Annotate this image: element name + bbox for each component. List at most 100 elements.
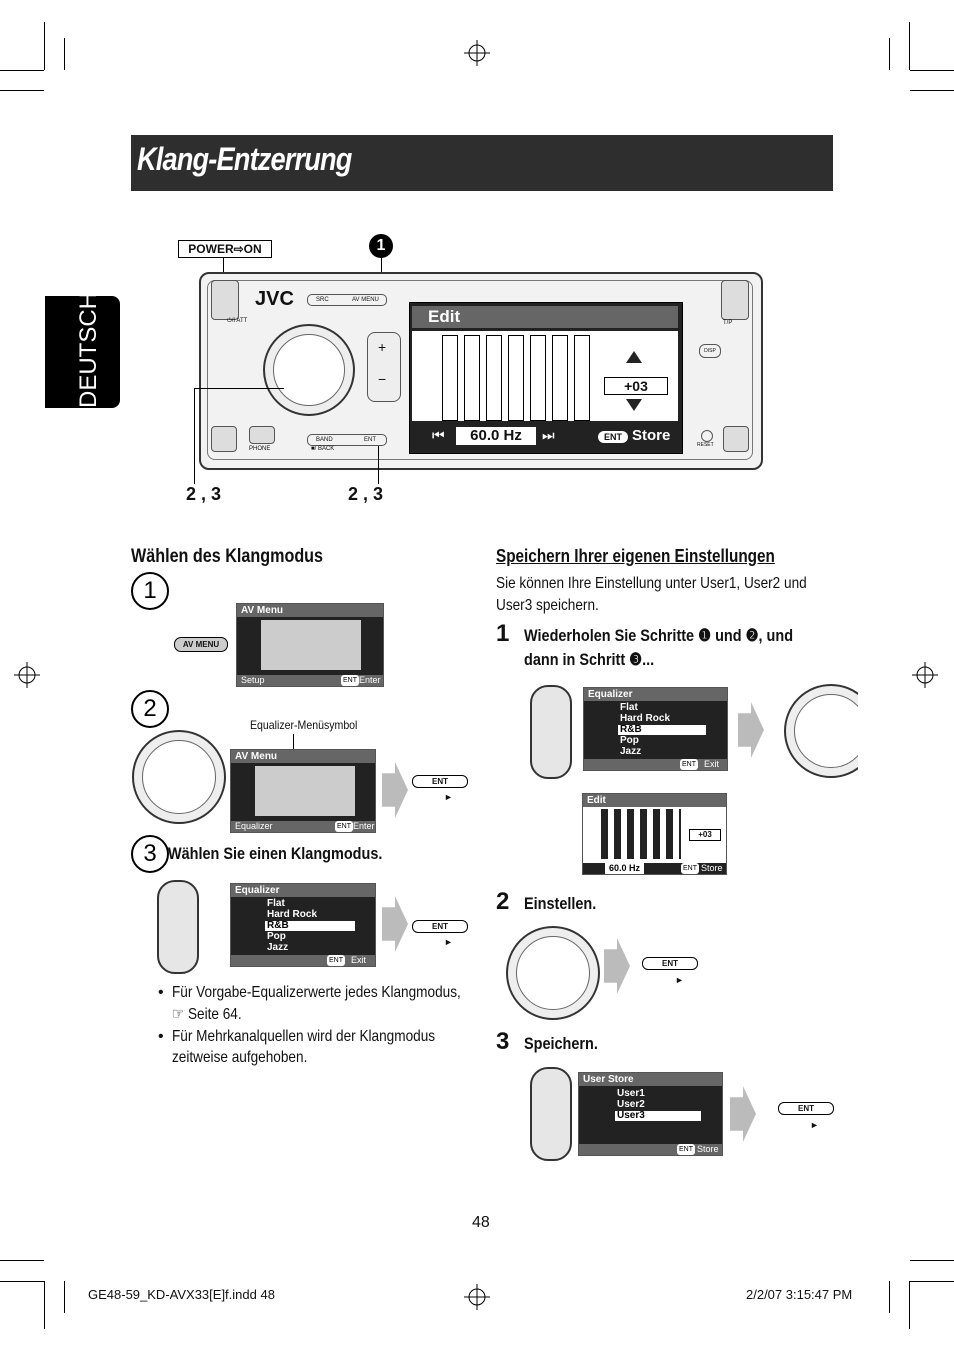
att-label: ⏻/I ATT (227, 318, 248, 324)
power-button[interactable] (211, 280, 239, 320)
ent-button[interactable]: ENT (778, 1102, 834, 1115)
bullet-1-line-2: ☞ Seite 64. (172, 1006, 242, 1023)
right-button[interactable] (721, 280, 749, 320)
ent-button[interactable]: ENT (642, 957, 698, 970)
reset-button[interactable] (701, 430, 713, 442)
equalizer-screen-right: Equalizer Flat Hard Rock R&B Pop Jazz EN… (583, 687, 728, 771)
step-3-number: 3 (131, 835, 169, 873)
page-number: 48 (472, 1214, 490, 1231)
crop-mark (44, 1281, 45, 1329)
crop-mark (0, 1260, 44, 1261)
arrow-right-icon (738, 702, 764, 758)
src-av-menu-button[interactable]: SRC AV MENU (307, 294, 387, 306)
play-indicator-icon: ► (444, 937, 453, 947)
eq-frequency: 60.0 Hz (456, 427, 536, 445)
step-2-text: Einstellen. (524, 894, 597, 913)
step-3-text: Wählen Sie einen Klangmodus. (168, 844, 383, 863)
play-indicator-icon: ► (444, 792, 453, 802)
ent-button[interactable]: ENT (412, 920, 468, 933)
display-store-label: Store (632, 427, 671, 444)
callout-line (194, 388, 284, 389)
crop-mark (64, 1281, 65, 1313)
step-3-num: 3 (496, 1028, 510, 1055)
arrow-right-icon (730, 1086, 756, 1142)
crop-mark (889, 1281, 890, 1313)
skip-forward-icon: ⏭ (542, 427, 555, 443)
equalizer-screen: Equalizer Flat Hard Rock R&B Pop Jazz EN… (230, 883, 376, 967)
control-dial-side[interactable] (530, 1067, 572, 1161)
crop-mark (909, 1281, 910, 1329)
display-ent-badge: ENT (598, 431, 628, 443)
crop-mark (909, 22, 910, 70)
crop-mark (910, 90, 954, 91)
eq-gain-value: +03 (604, 377, 668, 395)
callout-line (378, 446, 379, 484)
registration-mark-icon (464, 1284, 490, 1310)
detach-button[interactable] (723, 426, 749, 452)
step-1-line-2: dann in Schritt ❸... (524, 650, 655, 669)
volume-rocker[interactable]: + − (367, 332, 401, 402)
arrow-right-icon (382, 762, 408, 818)
control-dial-side[interactable] (530, 685, 572, 779)
crop-mark (64, 38, 65, 70)
page-title-bar: Klang-Entzerrung (131, 135, 833, 191)
intro-line-2: User3 speichern. (496, 597, 599, 614)
disp-button[interactable]: DISP (699, 344, 721, 358)
footer-file: GE48-59_KD-AVX33[E]f.indd 48 (88, 1287, 275, 1302)
brand-logo: JVC (255, 288, 294, 310)
bullet-1-line-1: Für Vorgabe-Equalizerwerte jedes Klangmo… (172, 984, 461, 1001)
phone-button[interactable] (249, 426, 275, 444)
registration-mark-icon (464, 40, 490, 66)
tp-label: T/P (723, 320, 733, 326)
crop-mark (0, 1281, 44, 1282)
callout-1: 1 (369, 234, 393, 258)
footer-date: 2/2/07 3:15:47 PM (746, 1287, 853, 1302)
crop-mark (910, 1281, 954, 1282)
control-dial[interactable] (132, 730, 226, 824)
crop-mark (910, 1260, 954, 1261)
language-tab-label: DEUTSCH (75, 291, 102, 408)
bullet-2-line-1: Für Mehrkanalquellen wird der Klangmodus (172, 1028, 436, 1045)
bullet-icon: • (158, 1028, 164, 1045)
page-title: Klang-Entzerrung (137, 141, 352, 177)
callout-2-3-left: 2 , 3 (186, 484, 222, 504)
crop-mark (0, 70, 44, 71)
equalizer-icon-caption: Equalizer-Menüsymbol (250, 718, 358, 732)
control-dial-side[interactable] (157, 880, 199, 974)
crop-mark (889, 38, 890, 70)
back-label: ■/ BACK (311, 446, 335, 452)
left-heading: Wählen des Klangmodus (131, 546, 324, 567)
callout-line (194, 388, 195, 484)
step-1-num: 1 (496, 620, 510, 647)
right-heading: Speichern Ihrer eigenen Einstellungen (496, 546, 775, 566)
skip-back-icon: ⏮ (432, 427, 445, 443)
bullet-2-line-2: zeitweise aufgehoben. (172, 1049, 308, 1066)
display-title: Edit (412, 306, 678, 328)
reset-label: RESET (697, 442, 714, 448)
crop-mark (0, 90, 44, 91)
power-on-label: POWER⇨ON (178, 240, 272, 258)
step-3-text: Speichern. (524, 1034, 598, 1053)
arrow-right-icon (382, 896, 408, 952)
step-2-number: 2 (131, 690, 169, 728)
step-2-num: 2 (496, 888, 510, 915)
control-dial[interactable] (263, 324, 355, 416)
intro-line-1: Sie können Ihre Einstellung unter User1,… (496, 575, 807, 592)
band-ent-button[interactable]: BAND ENT (307, 434, 387, 446)
control-dial[interactable] (784, 684, 858, 778)
bullet-icon: • (158, 984, 164, 1001)
crop-mark (44, 22, 45, 70)
eject-button[interactable] (211, 426, 237, 452)
play-indicator-icon: ► (810, 1120, 819, 1130)
ent-button[interactable]: ENT (412, 775, 468, 788)
eq-sliders: +03 (412, 331, 678, 421)
registration-mark-icon (14, 662, 40, 688)
control-dial[interactable] (506, 926, 600, 1020)
up-triangle-icon (626, 351, 642, 363)
av-menu-button[interactable]: AV MENU (174, 637, 228, 652)
car-stereo-faceplate: JVC SRC AV MENU ⏻/I ATT + − PHONE BAND E… (199, 272, 763, 470)
down-triangle-icon (626, 399, 642, 411)
